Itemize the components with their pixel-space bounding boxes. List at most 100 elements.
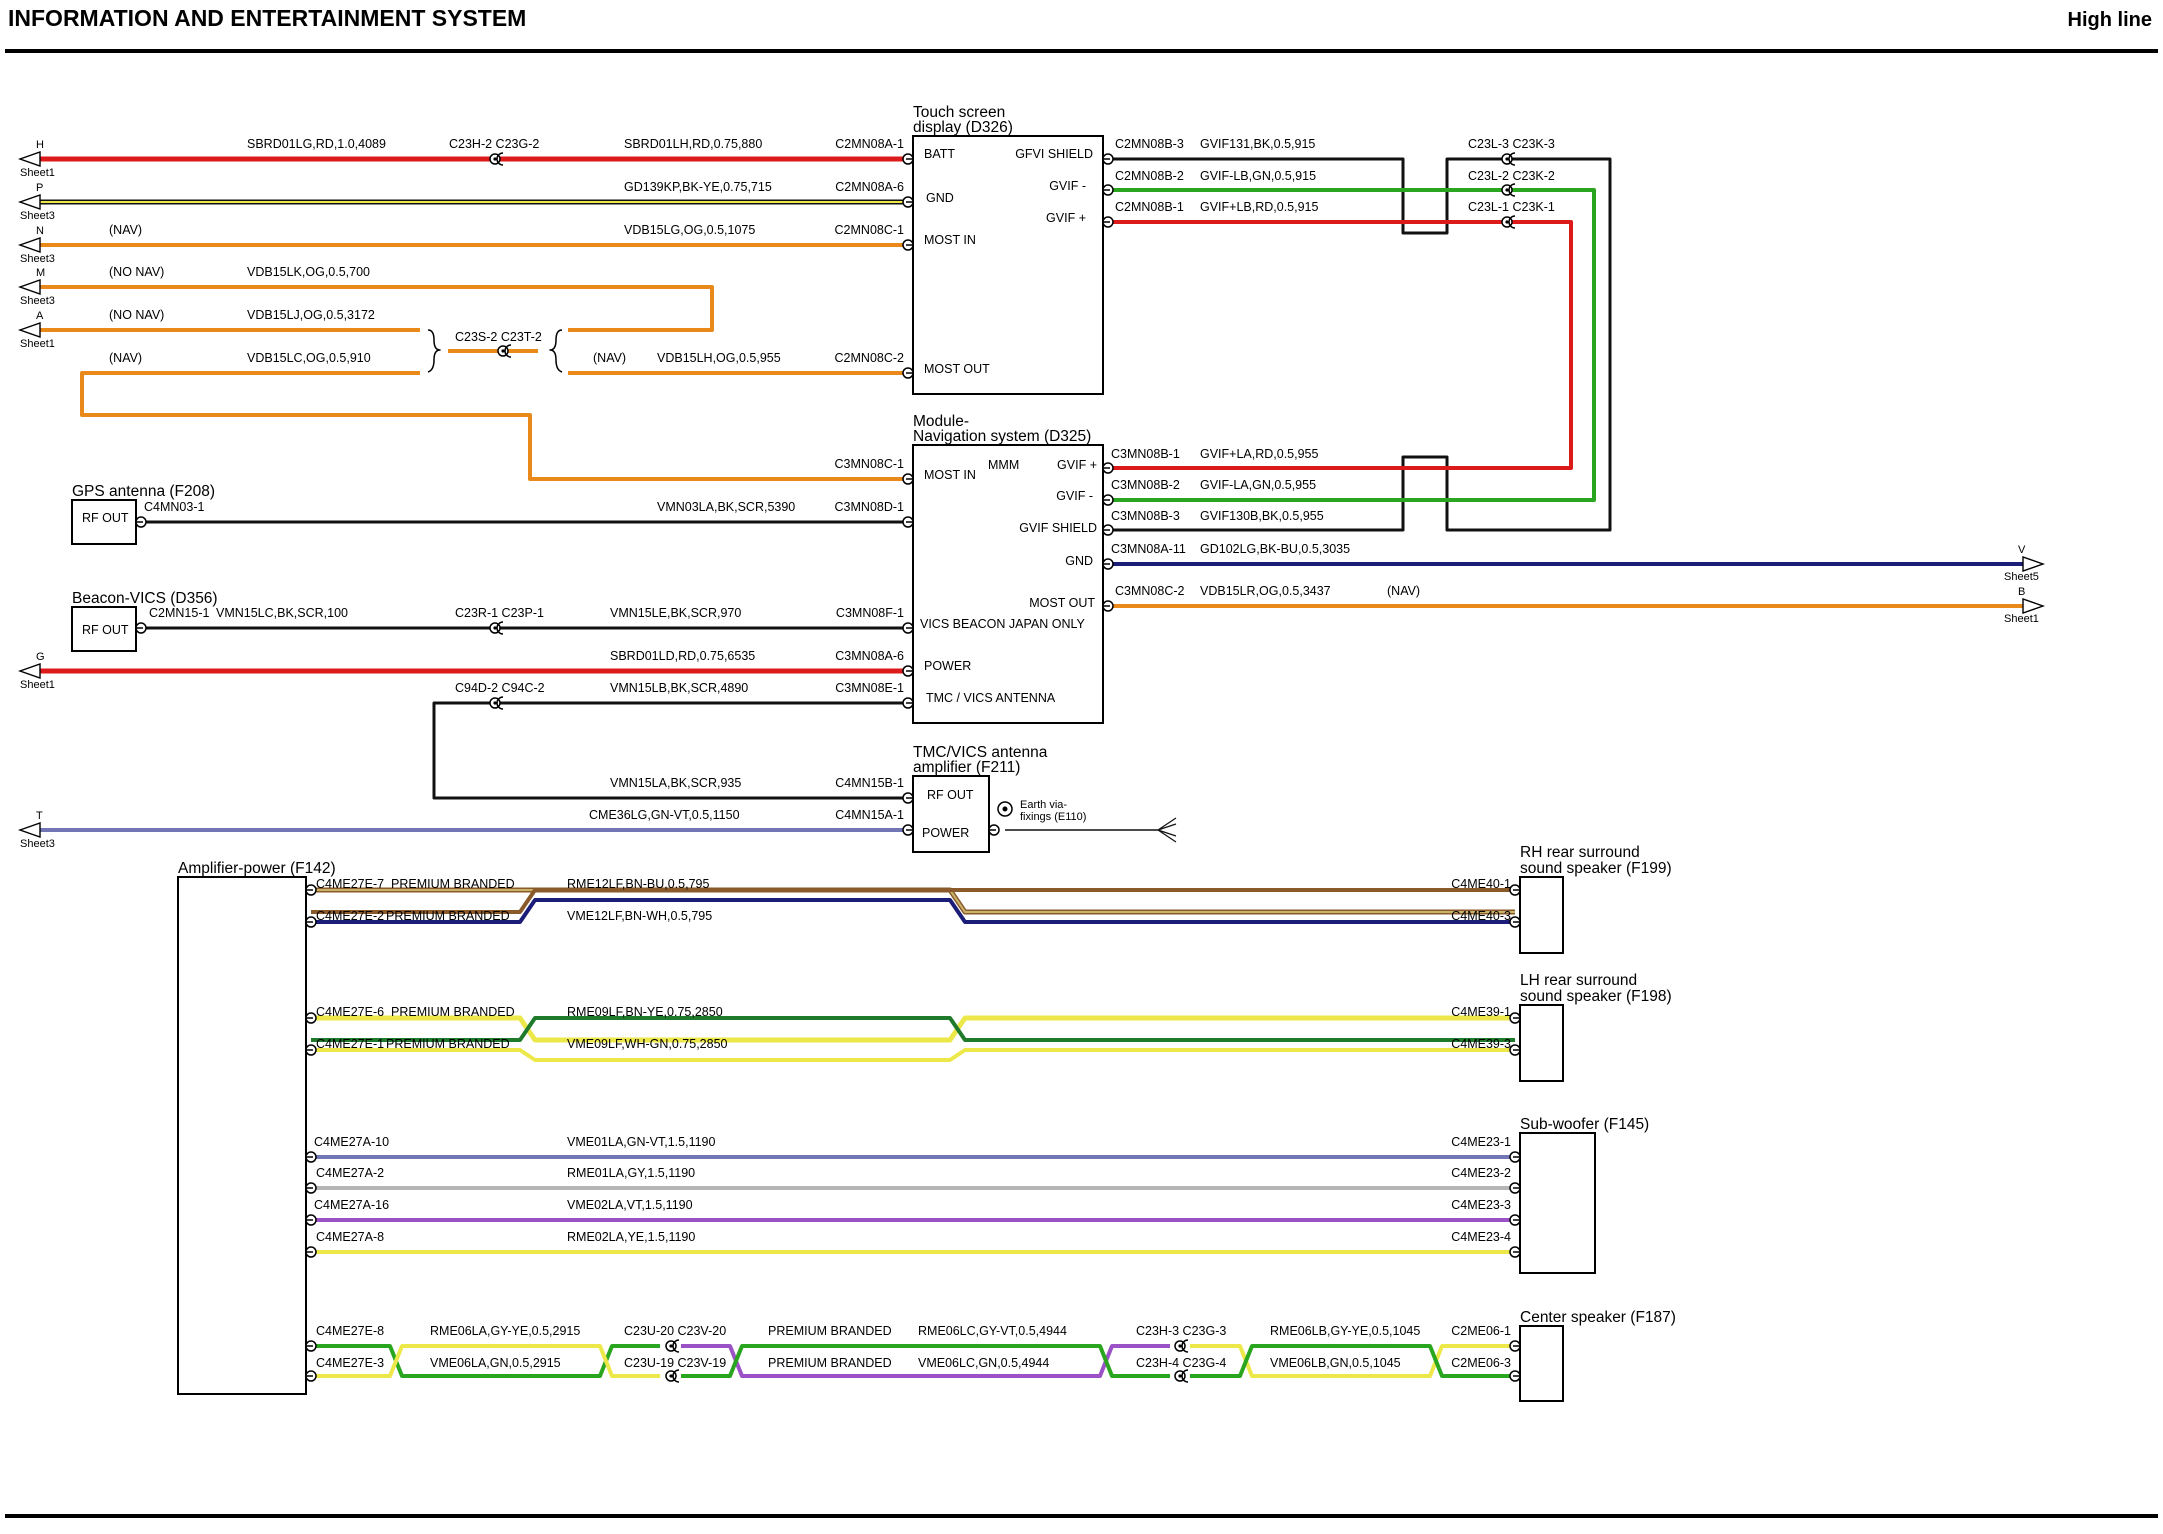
- svg-text:VME12LF,BN-WH,0.5,795: VME12LF,BN-WH,0.5,795: [567, 909, 712, 923]
- svg-text:VDB15LC,OG,0.5,910: VDB15LC,OG,0.5,910: [247, 351, 371, 365]
- svg-text:PREMIUM BRANDED: PREMIUM BRANDED: [391, 1005, 515, 1019]
- svg-text:GND: GND: [1065, 554, 1093, 568]
- svg-text:SBRD01LG,RD,1.0,4089: SBRD01LG,RD,1.0,4089: [247, 137, 386, 151]
- svg-text:VME06LA,GN,0.5,2915: VME06LA,GN,0.5,2915: [430, 1356, 561, 1370]
- svg-text:C4ME39-3: C4ME39-3: [1451, 1037, 1511, 1051]
- svg-text:RF OUT: RF OUT: [927, 788, 974, 802]
- svg-text:VMN03LA,BK,SCR,5390: VMN03LA,BK,SCR,5390: [657, 500, 795, 514]
- wire-labels: SBRD01LG,RD,1.0,4089 C23H-2 C23G-2 SBRD0…: [109, 137, 1555, 1370]
- svg-text:B: B: [2018, 586, 2025, 598]
- svg-text:VICS BEACON JAPAN ONLY: VICS BEACON JAPAN ONLY: [920, 617, 1086, 631]
- svg-text:VME06LC,GN,0.5,4944: VME06LC,GN,0.5,4944: [918, 1356, 1049, 1370]
- amplifier-power: Amplifier-power (F142): [177, 860, 336, 1395]
- svg-text:Sheet1: Sheet1: [20, 167, 55, 179]
- connector-pins: [135, 152, 1521, 1383]
- svg-text:C23U-19 C23V-19: C23U-19 C23V-19: [624, 1356, 726, 1370]
- svg-text:VMN15LB,BK,SCR,4890: VMN15LB,BK,SCR,4890: [610, 681, 748, 695]
- svg-text:(NAV): (NAV): [109, 351, 142, 365]
- svg-text:C23L-2 C23K-2: C23L-2 C23K-2: [1468, 169, 1555, 183]
- svg-text:Center speaker (F187): Center speaker (F187): [1520, 1309, 1676, 1326]
- svg-text:GVIF +: GVIF +: [1057, 458, 1097, 472]
- svg-text:GVIF -: GVIF -: [1049, 179, 1086, 193]
- svg-text:C4ME40-1: C4ME40-1: [1451, 877, 1511, 891]
- svg-text:V: V: [2018, 544, 2026, 556]
- svg-text:POWER: POWER: [924, 659, 971, 673]
- svg-text:Sub-woofer (F145): Sub-woofer (F145): [1520, 1116, 1649, 1133]
- svg-text:Sheet3: Sheet3: [20, 838, 55, 850]
- svg-text:VDB15LK,OG,0.5,700: VDB15LK,OG,0.5,700: [247, 265, 370, 279]
- svg-text:C2MN15-1: C2MN15-1: [149, 606, 209, 620]
- svg-text:C4MN03-1: C4MN03-1: [144, 500, 204, 514]
- svg-text:VME02LA,VT,1.5,1190: VME02LA,VT,1.5,1190: [567, 1198, 693, 1212]
- svg-text:N: N: [36, 225, 44, 237]
- svg-text:GD139KP,BK-YE,0.75,715: GD139KP,BK-YE,0.75,715: [624, 180, 772, 194]
- svg-text:RME09LF,BN-YE,0.75,2850: RME09LF,BN-YE,0.75,2850: [567, 1005, 723, 1019]
- svg-text:RF OUT: RF OUT: [82, 511, 129, 525]
- svg-text:Sheet3: Sheet3: [20, 253, 55, 265]
- svg-text:VMN15LE,BK,SCR,970: VMN15LE,BK,SCR,970: [610, 606, 741, 620]
- svg-text:PREMIUM BRANDED: PREMIUM BRANDED: [391, 877, 515, 891]
- svg-text:GFVI SHIELD: GFVI SHIELD: [1015, 147, 1093, 161]
- svg-text:C2MN08A-6: C2MN08A-6: [835, 180, 904, 194]
- lh-rear-speaker: LH rear surround sound speaker (F198): [1519, 972, 1672, 1082]
- svg-text:C94D-2 C94C-2: C94D-2 C94C-2: [455, 681, 545, 695]
- svg-text:LH rear surround: LH rear surround: [1520, 972, 1637, 989]
- svg-text:C3MN08E-1: C3MN08E-1: [835, 681, 904, 695]
- svg-text:Sheet1: Sheet1: [20, 679, 55, 691]
- svg-text:C2MN08C-2: C2MN08C-2: [835, 351, 905, 365]
- svg-text:RME12LF,BN-BU,0.5,795: RME12LF,BN-BU,0.5,795: [567, 877, 709, 891]
- svg-text:SBRD01LH,RD,0.75,880: SBRD01LH,RD,0.75,880: [624, 137, 762, 151]
- svg-text:C23S-2 C23T-2: C23S-2 C23T-2: [455, 330, 542, 344]
- svg-text:Beacon-VICS (D356): Beacon-VICS (D356): [72, 590, 218, 607]
- svg-text:C2MN08B-2: C2MN08B-2: [1115, 169, 1184, 183]
- svg-text:RF OUT: RF OUT: [82, 623, 129, 637]
- svg-text:PREMIUM BRANDED: PREMIUM BRANDED: [386, 909, 510, 923]
- svg-text:C3MN08C-2: C3MN08C-2: [1115, 584, 1185, 598]
- svg-text:C4ME27E-7: C4ME27E-7: [316, 877, 384, 891]
- svg-text:Module-: Module-: [913, 413, 969, 430]
- svg-text:C2MN08A-1: C2MN08A-1: [835, 137, 904, 151]
- svg-text:RME06LA,GY-YE,0.5,2915: RME06LA,GY-YE,0.5,2915: [430, 1324, 580, 1338]
- svg-text:PREMIUM BRANDED: PREMIUM BRANDED: [768, 1356, 892, 1370]
- svg-text:C4ME23-3: C4ME23-3: [1451, 1198, 1511, 1212]
- svg-text:Sheet3: Sheet3: [20, 295, 55, 307]
- svg-text:MOST OUT: MOST OUT: [1029, 596, 1095, 610]
- svg-text:Sheet3: Sheet3: [20, 210, 55, 222]
- svg-text:C3MN08F-1: C3MN08F-1: [836, 606, 904, 620]
- svg-text:VDB15LH,OG,0.5,955: VDB15LH,OG,0.5,955: [657, 351, 781, 365]
- svg-text:GVIF-LA,GN,0.5,955: GVIF-LA,GN,0.5,955: [1200, 478, 1316, 492]
- svg-text:PREMIUM BRANDED: PREMIUM BRANDED: [768, 1324, 892, 1338]
- svg-text:P: P: [36, 182, 43, 194]
- svg-text:GVIF-LB,GN,0.5,915: GVIF-LB,GN,0.5,915: [1200, 169, 1316, 183]
- svg-text:TMC/VICS antenna: TMC/VICS antenna: [913, 744, 1048, 761]
- svg-text:C23U-20 C23V-20: C23U-20 C23V-20: [624, 1324, 726, 1338]
- svg-text:VDB15LJ,OG,0.5,3172: VDB15LJ,OG,0.5,3172: [247, 308, 375, 322]
- svg-text:C4ME23-1: C4ME23-1: [1451, 1135, 1511, 1149]
- svg-text:C4ME23-4: C4ME23-4: [1451, 1230, 1511, 1244]
- svg-text:RME06LB,GY-YE,0.5,1045: RME06LB,GY-YE,0.5,1045: [1270, 1324, 1420, 1338]
- svg-text:C4ME27E-3: C4ME27E-3: [316, 1356, 384, 1370]
- svg-text:MOST OUT: MOST OUT: [924, 362, 990, 376]
- svg-text:GVIF SHIELD: GVIF SHIELD: [1019, 521, 1097, 535]
- svg-text:T: T: [36, 810, 43, 822]
- svg-text:GVIF +: GVIF +: [1046, 211, 1086, 225]
- svg-text:CME36LG,GN-VT,0.5,1150: CME36LG,GN-VT,0.5,1150: [589, 808, 740, 822]
- svg-text:PREMIUM BRANDED: PREMIUM BRANDED: [386, 1037, 510, 1051]
- svg-text:C23R-1 C23P-1: C23R-1 C23P-1: [455, 606, 544, 620]
- svg-text:(NAV): (NAV): [593, 351, 626, 365]
- svg-text:C23H-4 C23G-4: C23H-4 C23G-4: [1136, 1356, 1226, 1370]
- svg-text:(NO NAV): (NO NAV): [109, 308, 164, 322]
- svg-text:M: M: [36, 267, 45, 279]
- svg-text:C23H-2 C23G-2: C23H-2 C23G-2: [449, 137, 539, 151]
- svg-text:sound speaker (F198): sound speaker (F198): [1520, 988, 1672, 1005]
- svg-text:C4ME23-2: C4ME23-2: [1451, 1166, 1511, 1180]
- svg-text:Sheet1: Sheet1: [20, 338, 55, 350]
- svg-text:C23L-1 C23K-1: C23L-1 C23K-1: [1468, 200, 1555, 214]
- svg-text:RME06LC,GY-VT,0.5,4944: RME06LC,GY-VT,0.5,4944: [918, 1324, 1067, 1338]
- svg-text:C4ME39-1: C4ME39-1: [1451, 1005, 1511, 1019]
- svg-text:C4ME27A-16: C4ME27A-16: [314, 1198, 389, 1212]
- svg-text:C2MN08B-1: C2MN08B-1: [1115, 200, 1184, 214]
- svg-text:Amplifier-power (F142): Amplifier-power (F142): [178, 860, 336, 877]
- svg-text:MOST IN: MOST IN: [924, 233, 976, 247]
